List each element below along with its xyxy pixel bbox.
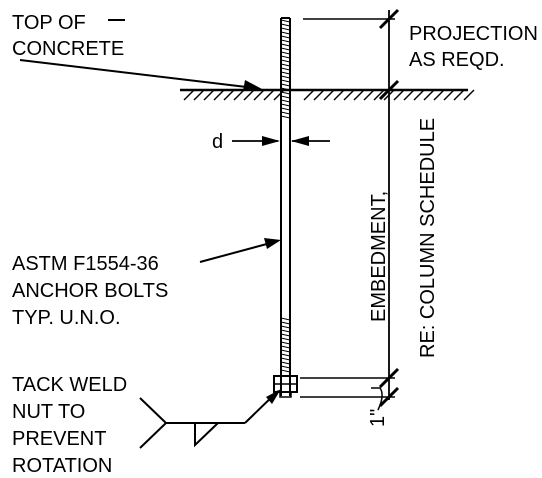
thread-mark — [280, 99, 291, 103]
thread-mark — [280, 329, 291, 333]
thread-mark — [280, 365, 291, 369]
thread-mark — [280, 115, 291, 119]
hatch-line — [183, 89, 195, 101]
hatch-line — [393, 89, 405, 101]
bolt-spec-line3: TYP. U.N.O. — [12, 307, 121, 329]
thread-mark — [280, 317, 291, 321]
tack-weld-line4: ROTATION — [12, 455, 112, 477]
thread-mark — [280, 47, 291, 51]
thread-mark — [280, 39, 291, 43]
thread-mark — [280, 79, 291, 83]
hatch-line — [273, 89, 285, 101]
hatch-line — [363, 89, 375, 101]
thread-mark — [280, 357, 291, 361]
hatch-line — [213, 89, 225, 101]
hatch-line — [343, 89, 355, 101]
thread-mark — [280, 341, 291, 345]
diameter-dimension — [232, 136, 330, 146]
thread-mark — [280, 67, 291, 71]
thread-mark — [280, 23, 291, 27]
thread-mark — [280, 333, 291, 337]
top-of-concrete-leader — [19, 19, 262, 91]
hatch-line — [203, 89, 215, 101]
thread-mark — [280, 19, 291, 23]
thread-mark — [280, 111, 291, 115]
bolt-spec-line1: ASTM F1554-36 — [12, 253, 159, 275]
hatch-line — [313, 89, 325, 101]
embedment-label: EMBEDMENT, — [368, 191, 390, 322]
diameter-label: d — [212, 131, 223, 153]
thread-mark — [280, 337, 291, 341]
thread-mark — [280, 349, 291, 353]
thread-mark — [280, 75, 291, 79]
thread-mark — [280, 71, 291, 75]
hatch-line — [403, 89, 415, 101]
anchor-bolt — [273, 17, 298, 398]
hatch-line — [303, 89, 315, 101]
hatch-line — [193, 89, 205, 101]
projection-label-line2: AS REQD. — [409, 49, 505, 71]
one-inch-label: 1" — [367, 409, 389, 427]
thread-mark — [280, 83, 291, 87]
thread-mark — [280, 353, 291, 357]
one-inch-leader — [371, 387, 383, 411]
thread-mark — [280, 103, 291, 107]
thread-mark — [280, 95, 291, 99]
bolt-threads-top — [280, 19, 291, 119]
hatch-line — [373, 89, 385, 101]
hatch-line — [253, 89, 265, 101]
bolt-threads-bottom — [280, 317, 291, 373]
vertical-dimension-chain — [300, 8, 400, 408]
concrete-hatch — [183, 89, 475, 101]
hatch-line — [413, 89, 425, 101]
hatch-line — [353, 89, 365, 101]
top-of-concrete-label-line2: CONCRETE — [12, 38, 124, 60]
tack-weld-line1: TACK WELD — [12, 374, 127, 396]
tack-weld-line2: NUT TO — [12, 401, 85, 423]
thread-mark — [280, 43, 291, 47]
hatch-line — [423, 89, 435, 101]
tack-weld-line3: PREVENT — [12, 428, 106, 450]
hatch-line — [223, 89, 235, 101]
thread-mark — [280, 91, 291, 95]
concrete-surface — [180, 88, 475, 101]
hatch-line — [263, 89, 275, 101]
column-schedule-label: RE: COLUMN SCHEDULE — [417, 118, 439, 358]
hatch-line — [443, 89, 455, 101]
thread-mark — [280, 51, 291, 55]
hatch-line — [433, 89, 445, 101]
projection-label-line1: PROJECTION — [409, 23, 538, 45]
weld-symbol — [139, 389, 281, 449]
thread-mark — [280, 325, 291, 329]
hatch-line — [463, 89, 475, 101]
hatch-line — [453, 89, 465, 101]
thread-mark — [280, 369, 291, 373]
hatch-line — [323, 89, 335, 101]
thread-mark — [280, 361, 291, 365]
bolt-spec-leader — [199, 238, 281, 263]
thread-mark — [280, 107, 291, 111]
hatch-line — [243, 89, 255, 101]
thread-mark — [280, 35, 291, 39]
bolt-spec-line2: ANCHOR BOLTS — [12, 280, 168, 302]
top-of-concrete-label-line1: TOP OF — [12, 12, 86, 34]
thread-mark — [280, 31, 291, 35]
thread-mark — [280, 55, 291, 59]
thread-mark — [280, 345, 291, 349]
thread-mark — [280, 321, 291, 325]
hatch-line — [233, 89, 245, 101]
thread-mark — [280, 59, 291, 63]
thread-mark — [280, 63, 291, 67]
thread-mark — [280, 87, 291, 91]
thread-mark — [280, 27, 291, 31]
hatch-line — [333, 89, 345, 101]
